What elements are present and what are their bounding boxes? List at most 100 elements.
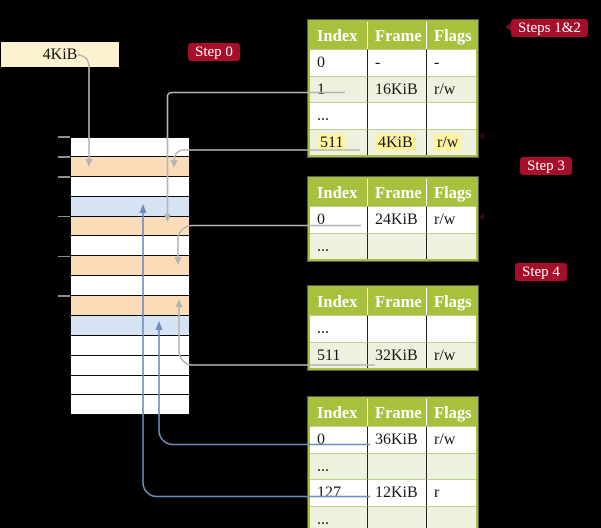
memory-frame-10-plain [70, 335, 190, 356]
table-row: 511 4KiB r/w [310, 128, 476, 155]
header-cell: Flags [427, 399, 476, 426]
step-0-label: Step 0 [188, 43, 240, 61]
steps-1-2-label: Steps 1&2 [511, 19, 588, 37]
table-cell [427, 315, 476, 342]
table-cell: 0 [310, 206, 368, 233]
table-cell: ... [310, 505, 368, 528]
table-cell: 0 [310, 426, 368, 453]
table-cell: r/w [427, 341, 476, 368]
table-cell: 4KiB [368, 128, 427, 155]
header-cell: Index [310, 288, 368, 315]
table-cell: 32KiB [368, 341, 427, 368]
table-cell: ... [310, 232, 368, 259]
tick-mark [58, 156, 70, 158]
table-cell: r/w [427, 206, 476, 233]
table-cell: - [427, 49, 476, 76]
table-cell: ... [310, 102, 368, 129]
tick-mark [58, 215, 70, 218]
table-cell: - [368, 49, 427, 76]
header-cell: Flags [427, 179, 476, 206]
table-cell [427, 232, 476, 259]
header-cell: Frame [368, 22, 427, 49]
table-row: ... [310, 102, 476, 129]
memory-frame-8-table [70, 296, 190, 316]
header-cell: Flags [427, 22, 476, 49]
header-cell: Frame [368, 179, 427, 206]
table-cell [427, 102, 476, 129]
table-cell [368, 452, 427, 479]
tick-mark [58, 176, 70, 178]
table-row: 0-- [310, 49, 476, 76]
memory-frame-13-plain [70, 395, 190, 416]
table-cell: r/w [427, 128, 476, 155]
step-3-label: Step 3 [520, 157, 572, 175]
table-cell [427, 452, 476, 479]
memory-frame-2-plain [70, 176, 190, 197]
table-row: ... [310, 505, 476, 528]
physical-memory-stack [70, 137, 190, 416]
memory-frame-1-table [70, 156, 190, 177]
memory-frame-11-plain [70, 355, 190, 376]
table-cell: 511 [310, 128, 368, 155]
memory-frame-0-plain [70, 137, 190, 157]
table-row: ... [310, 452, 476, 479]
tick-mark [58, 295, 70, 297]
table-cell: ... [310, 452, 368, 479]
header-cell: Index [310, 399, 368, 426]
header-cell: Flags [427, 288, 476, 315]
table-cell: ... [310, 315, 368, 342]
memory-frame-7-plain [70, 276, 190, 296]
header-cell: Index [310, 22, 368, 49]
tick-mark [58, 255, 70, 258]
table-cell: r [427, 479, 476, 506]
header-cell: Index [310, 179, 368, 206]
table-cell: r/w [427, 75, 476, 102]
table-cell: 16KiB [368, 75, 427, 102]
memory-frame-3-data [70, 196, 190, 217]
table-cell: 511 [310, 341, 368, 368]
page-table-base-register: 4KiB [1, 42, 119, 67]
table-cell: 1 [310, 75, 368, 102]
tick-mark [58, 136, 70, 138]
table-cell [368, 232, 427, 259]
header-cell: Frame [368, 399, 427, 426]
header-cell: Frame [368, 288, 427, 315]
steps-1-2-label-tail [505, 23, 511, 31]
table-cell [427, 505, 476, 528]
row-pointer-stub-icon [478, 213, 484, 220]
memory-frame-6-table [70, 256, 190, 277]
table-cell [368, 102, 427, 129]
table-cell [368, 315, 427, 342]
row-pointer-stub-icon [478, 132, 484, 139]
table-cell: r/w [427, 426, 476, 453]
highlighted-value: 511 [317, 133, 347, 151]
memory-frame-5-plain [70, 236, 190, 257]
table-cell: 36KiB [368, 426, 427, 453]
memory-frame-12-plain [70, 375, 190, 396]
step-4-label: Step 4 [515, 263, 567, 281]
table-cell [368, 505, 427, 528]
table-cell: 24KiB [368, 206, 427, 233]
table-cell: 0 [310, 49, 368, 76]
memory-frame-9-data [70, 315, 190, 336]
highlighted-value: r/w [434, 133, 462, 151]
table-row: ... [310, 315, 476, 342]
table-cell: 127 [310, 479, 368, 506]
table-row: ... [310, 232, 476, 259]
memory-frame-4-table [70, 216, 190, 237]
table-cell: 12KiB [368, 479, 427, 506]
